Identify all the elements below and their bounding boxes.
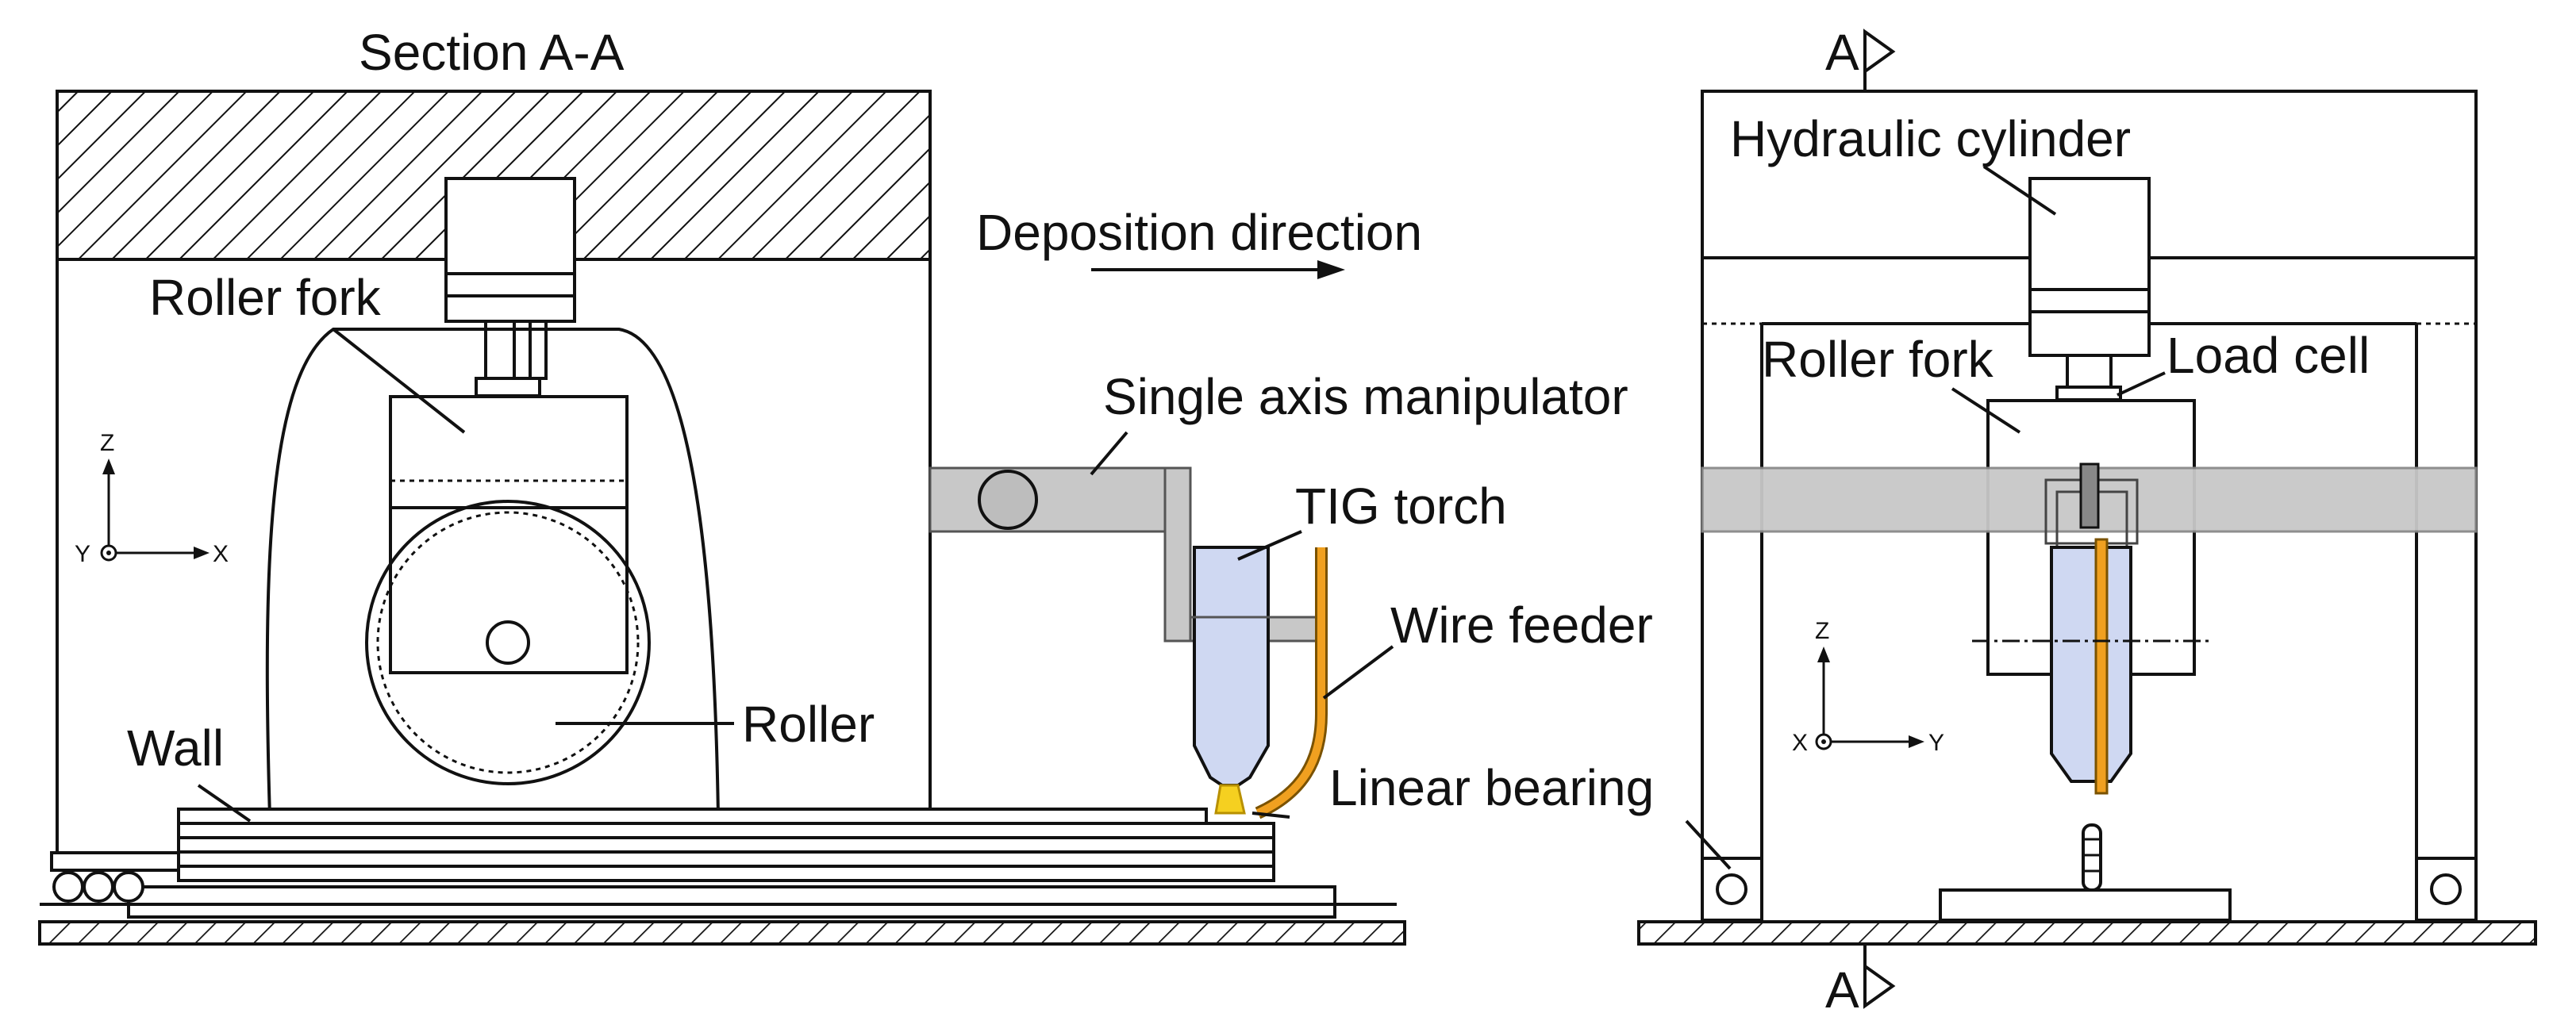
label-roller-fork-right: Roller fork xyxy=(1762,331,1994,388)
deposition-arrow-head xyxy=(1317,260,1345,279)
section-mark-top: A xyxy=(1825,24,1859,81)
leader-tig-torch xyxy=(1237,530,1302,561)
ground-right xyxy=(1637,920,2537,946)
leader-manipulator xyxy=(1090,431,1128,476)
leader-wire-feeder xyxy=(1322,645,1394,700)
leader-linear-bearing-right xyxy=(1685,819,1732,870)
leader-load-cell xyxy=(2117,371,2166,397)
axis-x-label: X xyxy=(213,541,229,567)
tig-torch xyxy=(1190,546,1325,815)
axis-x-label-right: X xyxy=(1792,730,1808,756)
section-arrow-top xyxy=(1863,29,1896,75)
wall-section-right xyxy=(1939,823,2232,922)
label-single-axis-manipulator: Single axis manipulator xyxy=(1103,368,1628,425)
right-axes: Z Y X xyxy=(1792,618,1944,756)
load-cell xyxy=(475,377,541,397)
base-plate-right xyxy=(1939,888,2232,922)
section-title: Section A-A xyxy=(359,24,625,81)
ground-left xyxy=(38,920,1406,946)
wire-feeder xyxy=(1255,547,1325,817)
roller-axle xyxy=(486,620,530,665)
load-cell-right xyxy=(2055,386,2122,401)
leader-roller-fork-left xyxy=(332,328,466,434)
arc-glow xyxy=(1214,784,1246,815)
leader-wall xyxy=(197,784,252,823)
axis-z-label: Z xyxy=(100,430,114,456)
axis-z-label-right: Z xyxy=(1815,618,1829,644)
wire-right xyxy=(2094,538,2109,795)
label-tig-torch: TIG torch xyxy=(1295,478,1507,535)
leader-hydraulic-cylinder xyxy=(1982,165,2057,216)
hydraulic-cylinder xyxy=(444,177,576,397)
label-linear-bearing: Linear bearing xyxy=(1329,759,1654,816)
tig-torch-right xyxy=(1972,462,2210,795)
label-wall: Wall xyxy=(127,719,224,777)
hydraulic-cylinder-right xyxy=(2028,177,2151,401)
linear-bearing-left xyxy=(50,851,180,903)
label-deposition-direction: Deposition direction xyxy=(976,204,1422,261)
section-mark-bottom: A xyxy=(1825,961,1859,1019)
axis-y-label-right: Y xyxy=(1928,730,1944,756)
label-hydraulic-cylinder: Hydraulic cylinder xyxy=(1730,110,2131,167)
single-axis-manipulator xyxy=(929,466,1327,643)
leader-roller-fork-right xyxy=(1951,387,2021,434)
leader-linear-bearing-left xyxy=(1251,812,1290,819)
base-plate xyxy=(127,885,1336,919)
label-wire-feeder: Wire feeder xyxy=(1390,597,1653,654)
section-arrow-bottom xyxy=(1863,963,1896,1009)
axis-y-label: Y xyxy=(75,541,90,567)
wall-outline xyxy=(265,328,720,818)
left-axes: Z X Y xyxy=(75,430,229,567)
wall-layers xyxy=(177,808,1275,882)
linear-bearing-right-side xyxy=(1701,857,2478,922)
label-roller-fork-left: Roller fork xyxy=(149,269,382,326)
right-view: A A Hydraulic cylinder Roller fork Load … xyxy=(1637,24,2537,1019)
roller xyxy=(365,500,651,785)
left-view: Section A-A xyxy=(38,24,1654,946)
label-load-cell: Load cell xyxy=(2167,327,2370,384)
label-roller: Roller xyxy=(742,696,875,753)
